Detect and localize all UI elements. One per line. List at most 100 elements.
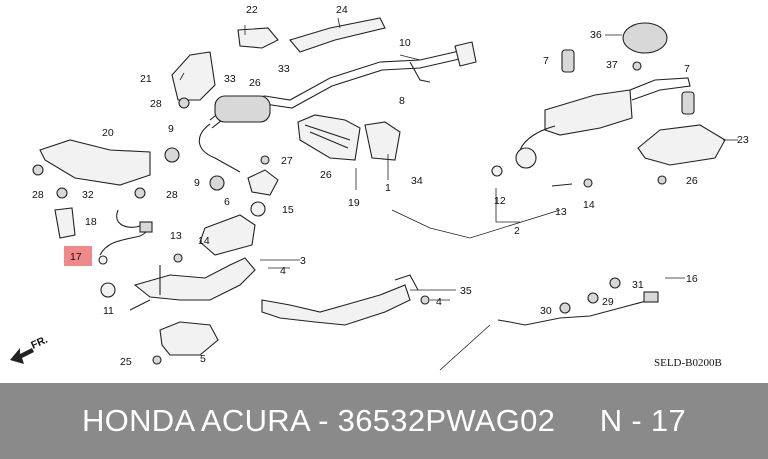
callout-25: 25 <box>120 356 132 368</box>
heat-shield-21 <box>171 51 216 101</box>
callout-34: 34 <box>411 175 423 187</box>
heat-shield-22 <box>237 27 279 49</box>
callout-37: 37 <box>606 59 618 71</box>
clip-31 <box>609 277 621 289</box>
bolt-26c <box>657 175 667 185</box>
exhaust-finisher-36 <box>622 22 668 54</box>
heat-shield-23 <box>637 124 726 166</box>
nut-27 <box>260 155 270 165</box>
callout-2: 2 <box>514 225 520 237</box>
callout-26c: 26 <box>686 175 698 187</box>
heat-shield-5 <box>159 321 219 356</box>
clip-29 <box>587 292 599 304</box>
bolt-13a <box>173 253 183 263</box>
callout-18: 18 <box>85 216 97 228</box>
sensor-harness-16 <box>497 299 651 326</box>
nut-28a <box>32 164 44 176</box>
callout-4a: 4 <box>280 265 286 277</box>
callout-7b: 7 <box>684 63 690 75</box>
callout-12: 12 <box>494 195 506 207</box>
callout-9b: 9 <box>194 177 200 189</box>
exhaust-pipe-b <box>198 41 477 173</box>
callout-10: 10 <box>399 37 411 49</box>
callout-31: 31 <box>632 279 644 291</box>
callout-28b: 28 <box>32 189 44 201</box>
callout-22: 22 <box>246 4 258 16</box>
flange-6 <box>247 169 279 196</box>
callout-28a: 28 <box>150 98 162 110</box>
callout-13a: 13 <box>170 230 182 242</box>
callout-1: 1 <box>385 182 391 194</box>
callout-14a: 14 <box>198 235 210 247</box>
diagram-code: SELD-B0200B <box>654 357 722 369</box>
callout-26a: 26 <box>249 77 261 89</box>
callout-35: 35 <box>460 285 472 297</box>
callout-29: 29 <box>602 296 614 308</box>
callout-11: 11 <box>103 305 114 317</box>
flange-12 <box>515 147 537 169</box>
bracket-1 <box>364 121 401 161</box>
catalytic-converter-14 <box>199 214 256 256</box>
callout-13b: 13 <box>555 206 567 218</box>
gasket-17 <box>98 255 108 265</box>
callout-8: 8 <box>399 95 405 107</box>
nut-32 <box>56 187 68 199</box>
front-arrow-label: FR. <box>29 334 49 352</box>
callout-36: 36 <box>590 29 602 41</box>
callout-5: 5 <box>200 353 206 365</box>
callout-20: 20 <box>102 127 114 139</box>
callout-15: 15 <box>282 204 294 216</box>
hanger-rubber-9 <box>164 147 180 163</box>
hanger-rubber-7b <box>681 91 695 115</box>
callout-33b: 33 <box>224 73 236 85</box>
part-number-banner: HONDA ACURA - 36532PWAG02 N - 17 <box>0 383 768 459</box>
heat-shield-20 <box>39 139 151 186</box>
callout-27: 27 <box>281 155 293 167</box>
bracket-18 <box>54 207 76 239</box>
front-direction-arrow: FR. <box>10 334 50 364</box>
stud-13b <box>551 183 573 187</box>
rear-muffler-2 <box>544 89 633 136</box>
leader-lines <box>179 17 738 371</box>
hanger-rubber-7a <box>561 49 575 73</box>
callout-14b: 14 <box>583 199 595 211</box>
callout-17-highlight <box>64 246 92 266</box>
callout-32: 32 <box>82 189 94 201</box>
callout-4b: 4 <box>436 296 442 308</box>
nut-14b <box>583 178 593 188</box>
front-pipe-3 <box>133 257 256 301</box>
callout-21: 21 <box>140 73 152 85</box>
o2-sensor-connector <box>139 221 153 233</box>
callout-33a: 33 <box>278 63 290 75</box>
nut-28c <box>178 97 190 109</box>
hanger-rubber-9b <box>209 175 225 191</box>
callout-23: 23 <box>737 134 749 146</box>
callout-7a: 7 <box>543 55 549 67</box>
bolt-25 <box>152 355 162 365</box>
callout-28c: 28 <box>166 189 178 201</box>
heat-shield-24 <box>289 17 386 53</box>
callout-30: 30 <box>540 305 552 317</box>
clip-30 <box>559 302 571 314</box>
gasket-4b <box>420 295 430 305</box>
callout-16: 16 <box>686 273 698 285</box>
exhaust-system-diagram: FR. SELD-B0200B 22 24 36 10 7 37 7 33 21… <box>10 4 749 371</box>
callout-26b: 26 <box>320 169 332 181</box>
callout-24: 24 <box>336 4 348 16</box>
bracket-19 <box>297 114 361 161</box>
callout-6: 6 <box>224 196 230 208</box>
callout-3: 3 <box>300 255 306 267</box>
bolt-37 <box>632 61 642 71</box>
part-number-text: HONDA ACURA - 36532PWAG02 N - 17 <box>81 403 687 438</box>
nut-28b <box>134 187 146 199</box>
callout-9a: 9 <box>168 123 174 135</box>
callout-17: 17 <box>70 251 82 263</box>
middle-pipe-35 <box>261 284 411 326</box>
callout-19: 19 <box>348 197 360 209</box>
gasket-12b <box>491 165 503 177</box>
sensor-connector-16 <box>643 291 659 303</box>
gasket-11 <box>100 282 116 298</box>
gasket-15 <box>250 201 266 217</box>
callout-labels: 22 24 36 10 7 37 7 33 21 33 26 8 28 9 20… <box>32 4 749 368</box>
